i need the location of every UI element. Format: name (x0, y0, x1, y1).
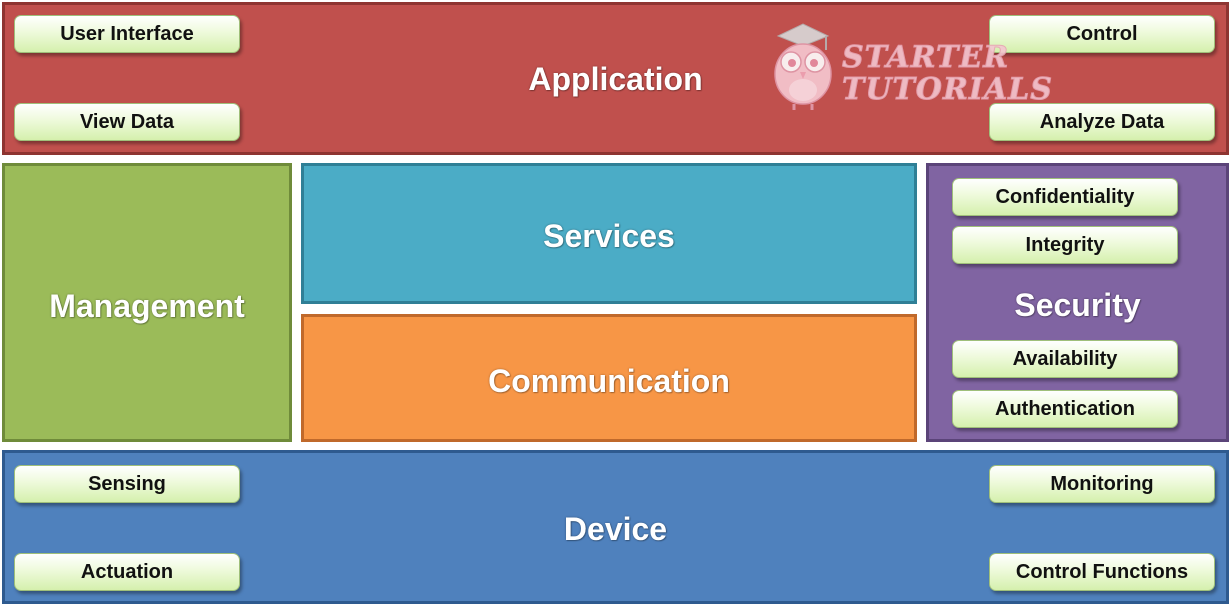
control-box: Control (989, 15, 1215, 53)
authentication-box: Authentication (952, 390, 1178, 428)
services-layer: Services (301, 163, 917, 304)
confidentiality-box: Confidentiality (952, 178, 1178, 216)
owl-icon (774, 23, 832, 110)
availability-box: Availability (952, 340, 1178, 378)
management-layer: Management (2, 163, 292, 442)
integrity-box: Integrity (952, 226, 1178, 264)
communication-title: Communication (488, 363, 730, 399)
starter-tutorials-logo: STARTER TUTORIALS (770, 22, 1070, 112)
device-title: Device (563, 511, 668, 547)
control-functions-box: Control Functions (989, 553, 1215, 591)
logo-line-1: STARTER (841, 40, 1010, 76)
analyze-data-box: Analyze Data (989, 103, 1215, 141)
monitoring-box: Monitoring (989, 465, 1215, 503)
user-interface-box: User Interface (14, 15, 240, 53)
application-title: Application (528, 61, 703, 97)
logo-line-2: TUTORIALS (842, 72, 1053, 108)
sensing-box: Sensing (14, 465, 240, 503)
management-title: Management (49, 288, 245, 324)
communication-layer: Communication (301, 314, 917, 442)
services-title: Services (543, 218, 675, 254)
view-data-box: View Data (14, 103, 240, 141)
security-title: Security (1014, 287, 1141, 323)
actuation-box: Actuation (14, 553, 240, 591)
